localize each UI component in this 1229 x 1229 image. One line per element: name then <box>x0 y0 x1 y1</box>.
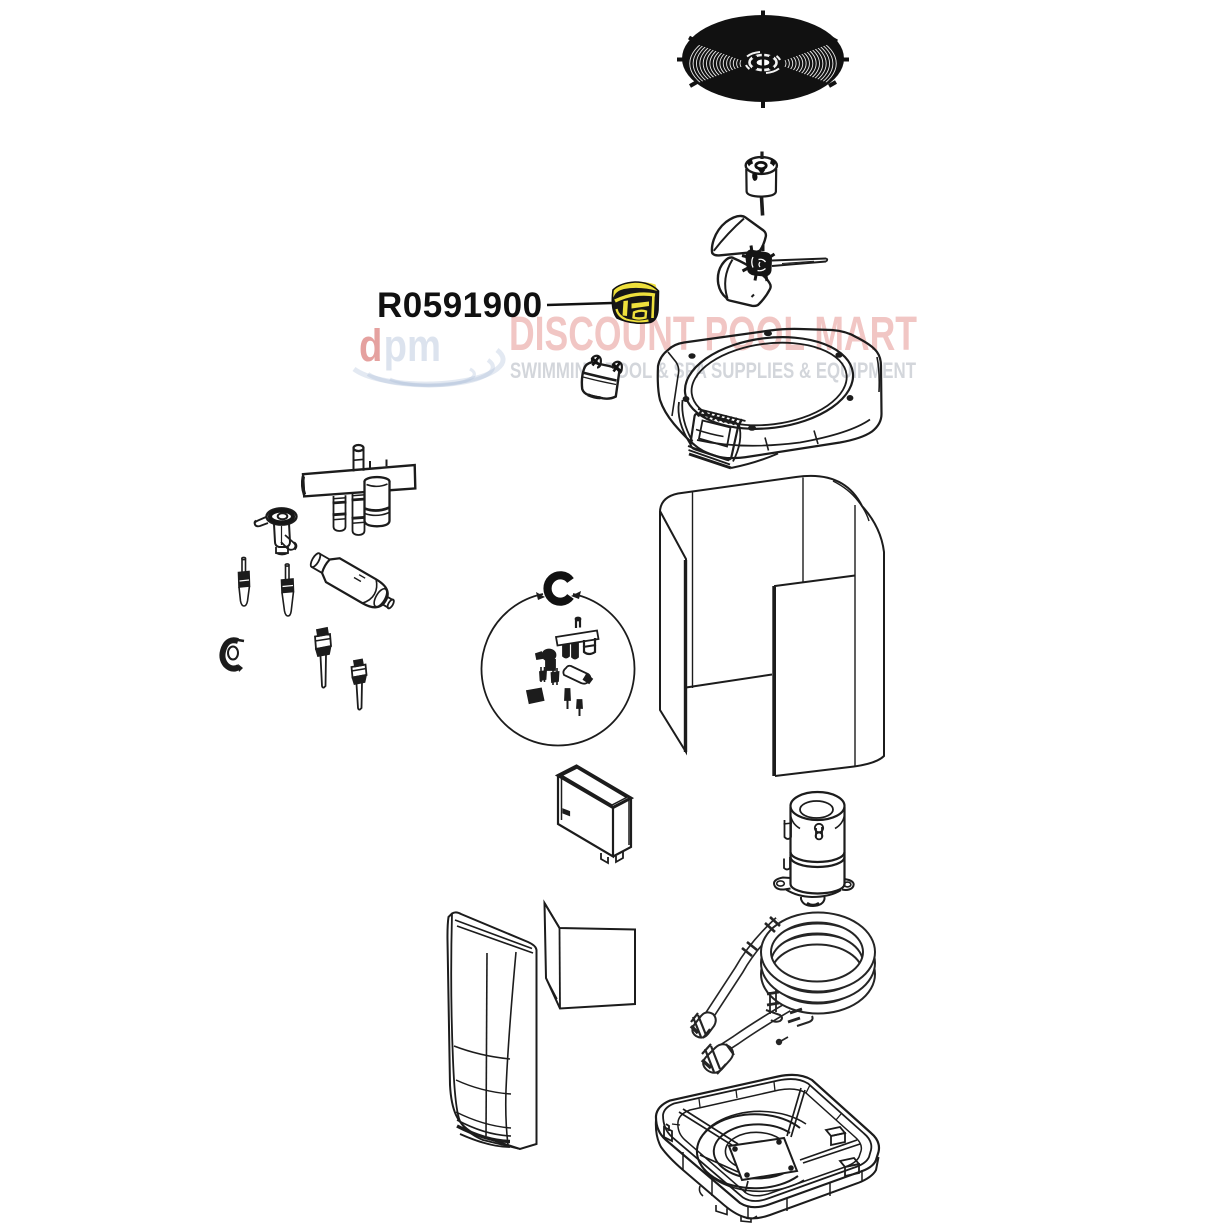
svg-text:R0591900: R0591900 <box>377 286 543 325</box>
svg-text:d: d <box>359 320 382 371</box>
svg-text:pm: pm <box>384 320 441 371</box>
